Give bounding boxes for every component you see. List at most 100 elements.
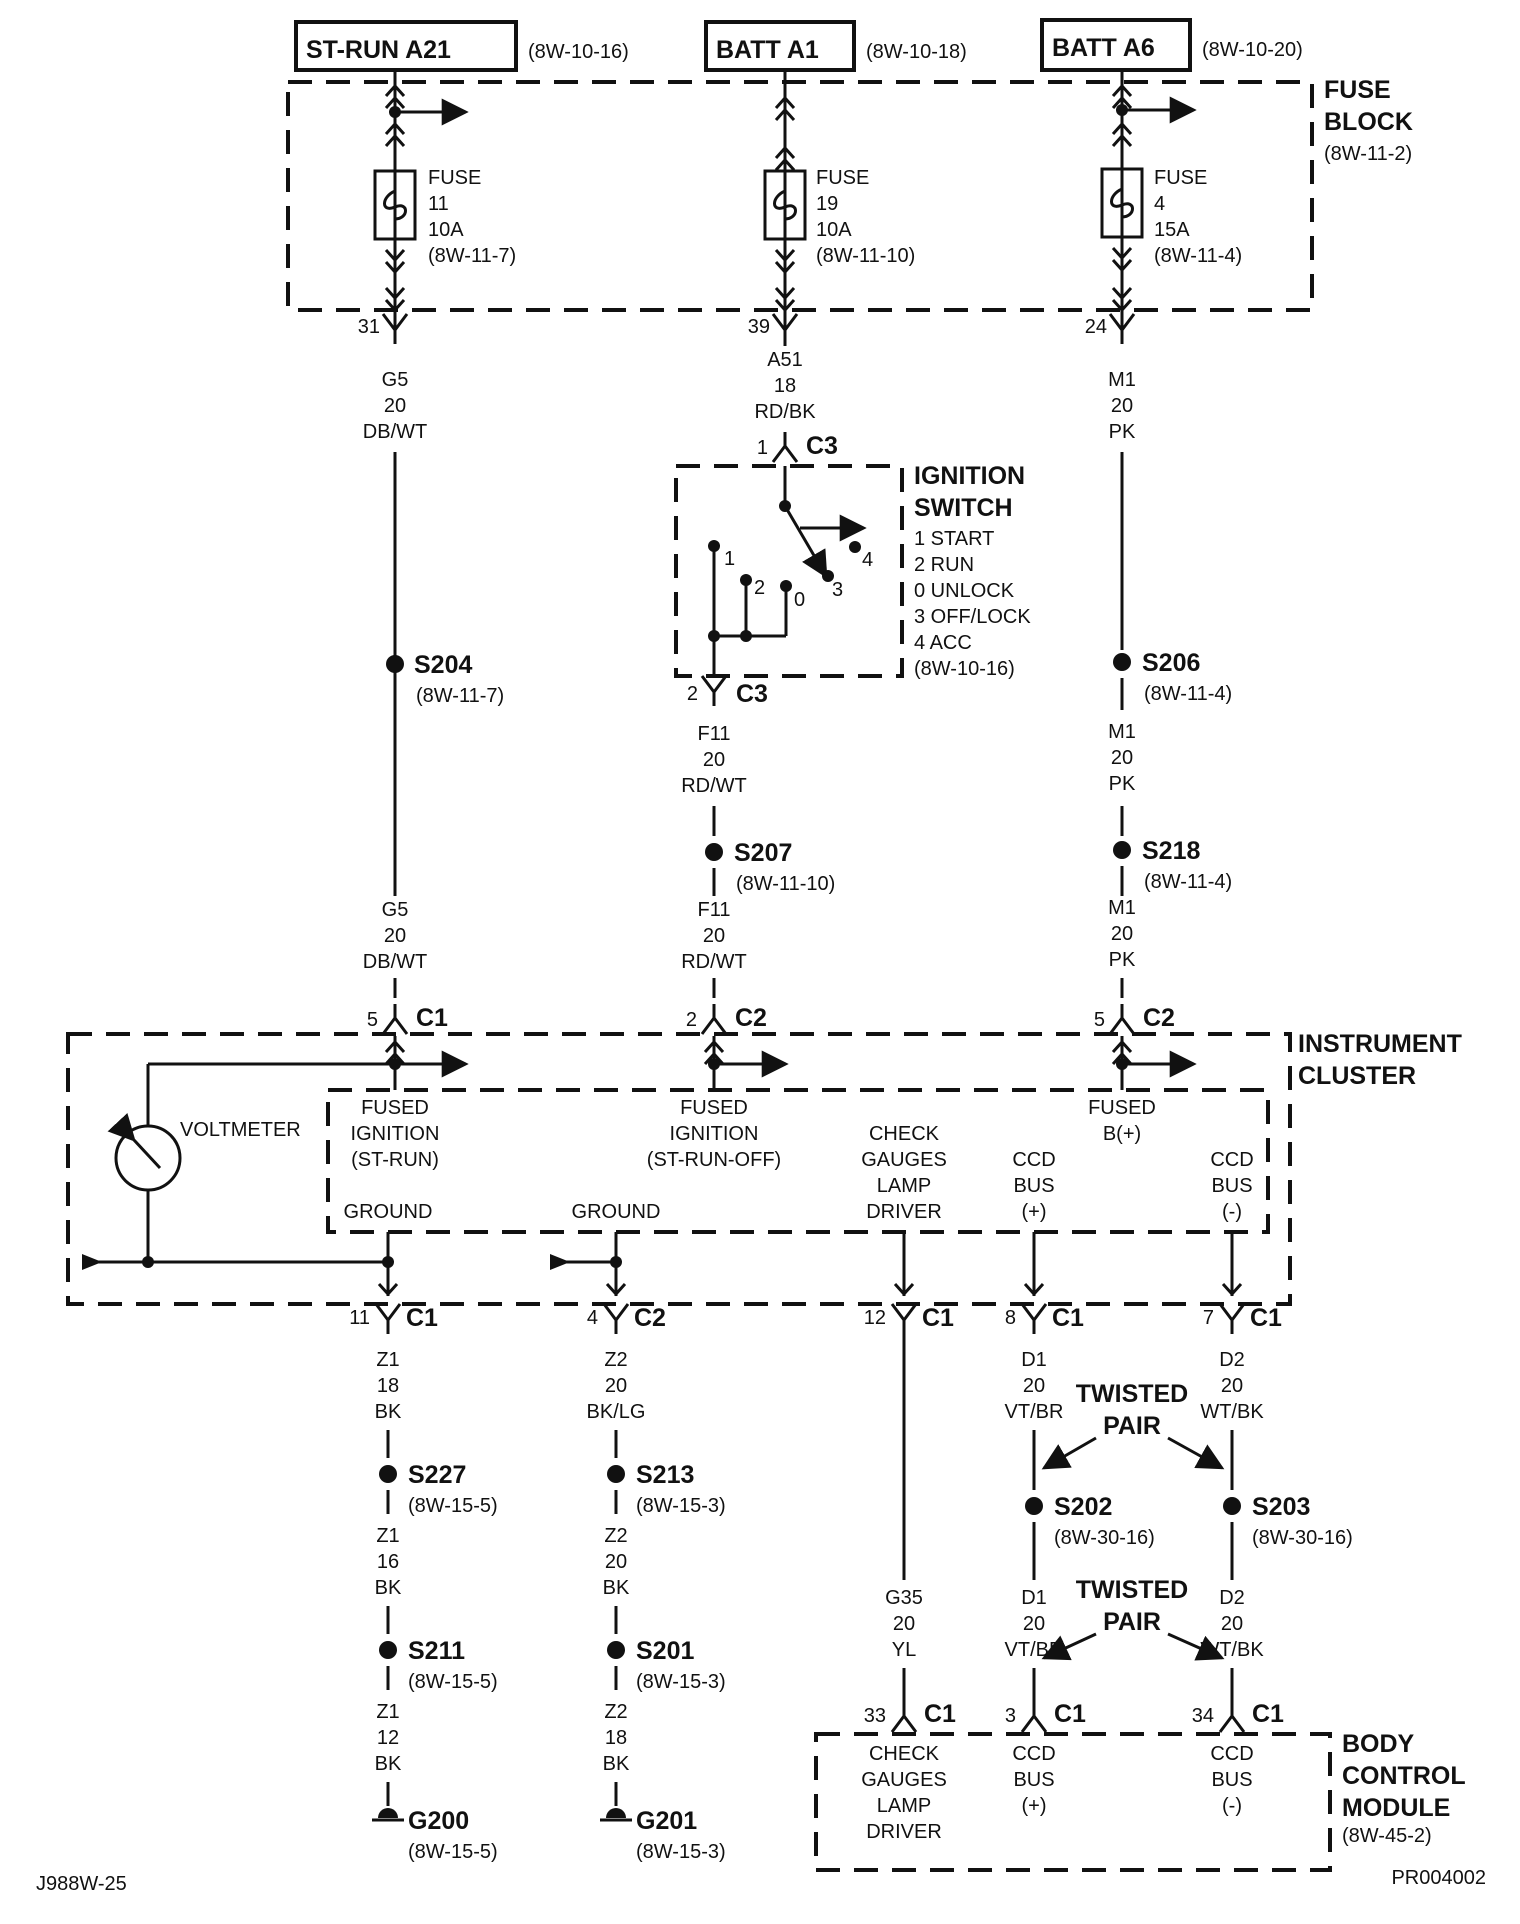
svg-text:20: 20: [1111, 923, 1133, 945]
svg-text:Z1: Z1: [376, 1525, 399, 1547]
ground-g200: G200 (8W-15-5): [372, 1807, 498, 1863]
svg-text:11: 11: [428, 193, 449, 215]
svg-text:CHECK: CHECK: [869, 1743, 940, 1765]
svg-text:2: 2: [686, 1009, 697, 1031]
instrument-cluster-outline: [66, 1032, 1292, 1306]
svg-text:(8W-11-10): (8W-11-10): [816, 245, 915, 267]
svg-text:2: 2: [687, 683, 698, 705]
svg-text:BLOCK: BLOCK: [1324, 108, 1413, 136]
svg-text:(8W-30-16): (8W-30-16): [1252, 1527, 1353, 1549]
svg-text:18: 18: [774, 375, 796, 397]
svg-text:(+): (+): [1022, 1795, 1047, 1817]
svg-text:WT/BK: WT/BK: [1200, 1639, 1264, 1661]
svg-text:(ST-RUN): (ST-RUN): [351, 1149, 439, 1171]
fuse-block-outline: [286, 80, 1314, 312]
svg-text:DRIVER: DRIVER: [866, 1821, 942, 1843]
cluster-output-connectors: 11 C1 4 C2 12 C1 8 C1 7 C1: [349, 1302, 1282, 1336]
svg-text:(8W-15-3): (8W-15-3): [636, 1495, 726, 1517]
svg-text:S202: S202: [1054, 1493, 1112, 1521]
svg-text:PAIR: PAIR: [1103, 1412, 1161, 1440]
svg-text:BK: BK: [375, 1753, 402, 1775]
svg-text:1: 1: [724, 548, 735, 570]
splice-s204: S204 (8W-11-7): [386, 651, 504, 707]
footer-left-code: J988W-25: [36, 1873, 127, 1895]
svg-text:F11: F11: [698, 723, 731, 745]
svg-text:(8W-15-5): (8W-15-5): [408, 1841, 498, 1863]
svg-text:FUSE: FUSE: [428, 167, 481, 189]
svg-text:PK: PK: [1109, 949, 1136, 971]
svg-text:LAMP: LAMP: [877, 1175, 931, 1197]
bcm-title: BODY CONTROL MODULE (8W-45-2): [1342, 1730, 1466, 1847]
svg-text:S207: S207: [734, 839, 792, 867]
svg-text:D1: D1: [1021, 1349, 1047, 1371]
splice-s202: S202 (8W-30-16): [1025, 1493, 1155, 1549]
svg-text:20: 20: [1111, 747, 1133, 769]
svg-text:M1: M1: [1108, 369, 1136, 391]
svg-text:BUS: BUS: [1013, 1769, 1054, 1791]
source-batt-a6: BATT A6 (8W-10-20): [1040, 18, 1303, 72]
svg-text:TWISTED: TWISTED: [1076, 1380, 1189, 1408]
svg-text:(8W-11-4): (8W-11-4): [1144, 683, 1232, 705]
svg-text:20: 20: [384, 395, 406, 417]
svg-text:31: 31: [358, 316, 380, 338]
splice-s207: S207 (8W-11-10): [705, 839, 835, 895]
twisted-pair-lower: TWISTED PAIR: [1041, 1576, 1225, 1661]
wire-d1-d2-upper: D1 20 VT/BR D2 20 WT/BK: [1005, 1349, 1264, 1490]
instrument-cluster-title: INSTRUMENT CLUSTER: [1298, 1030, 1462, 1090]
svg-text:20: 20: [1221, 1375, 1243, 1397]
svg-text:(+): (+): [1022, 1201, 1047, 1223]
svg-text:C1: C1: [924, 1700, 956, 1728]
svg-text:F11: F11: [698, 899, 731, 921]
svg-text:(8W-11-4): (8W-11-4): [1154, 245, 1242, 267]
bcm-input-connectors: 33 C1 3 C1 34 C1: [864, 1700, 1284, 1734]
svg-text:10A: 10A: [816, 219, 852, 241]
svg-text:FUSE: FUSE: [1154, 167, 1207, 189]
svg-text:4: 4: [862, 549, 873, 571]
fuse-block-title: FUSE BLOCK (8W-11-2): [1324, 76, 1413, 165]
svg-text:(8W-15-5): (8W-15-5): [408, 1671, 498, 1693]
svg-text:7: 7: [1203, 1307, 1214, 1329]
source-st-run-a21: ST-RUN A21 (8W-10-16): [294, 20, 629, 72]
svg-text:CCD: CCD: [1012, 1743, 1055, 1765]
svg-text:D1: D1: [1021, 1587, 1047, 1609]
svg-text:S211: S211: [408, 1637, 465, 1665]
ground-chain-z1: Z1 18 BK S227 (8W-15-5) Z1 16 BK S211 (8…: [375, 1349, 498, 1806]
svg-text:0 UNLOCK: 0 UNLOCK: [914, 580, 1015, 602]
svg-text:D2: D2: [1219, 1349, 1245, 1371]
cluster-input-branches: [148, 1036, 1197, 1090]
ignition-conn-c3-out: 2 C3: [687, 674, 768, 708]
svg-text:(8W-11-4): (8W-11-4): [1144, 871, 1232, 893]
wire-f11-label: F11 20 RD/WT: [681, 723, 747, 797]
svg-text:C2: C2: [735, 1004, 767, 1032]
svg-text:4 ACC: 4 ACC: [914, 632, 972, 654]
ground-chain-z2: Z2 20 BK/LG S213 (8W-15-3) Z2 20 BK S201…: [587, 1349, 726, 1806]
bcm-outline: [814, 1732, 1332, 1872]
wire-g35: G35 20 YL: [885, 1334, 923, 1702]
svg-text:C1: C1: [1052, 1304, 1084, 1332]
svg-text:10A: 10A: [428, 219, 464, 241]
svg-text:BK: BK: [375, 1401, 402, 1423]
svg-text:20: 20: [893, 1613, 915, 1635]
svg-text:C1: C1: [1252, 1700, 1284, 1728]
svg-text:CCD: CCD: [1210, 1149, 1253, 1171]
svg-text:IGNITION: IGNITION: [914, 462, 1025, 490]
svg-text:(8W-10-16): (8W-10-16): [914, 658, 1015, 680]
svg-text:(8W-11-7): (8W-11-7): [428, 245, 516, 267]
svg-text:(8W-10-18): (8W-10-18): [866, 41, 967, 63]
svg-text:GAUGES: GAUGES: [861, 1149, 947, 1171]
svg-text:BUS: BUS: [1013, 1175, 1054, 1197]
cluster-input-connectors: 5 C1 2 C2 5 C2: [367, 978, 1175, 1036]
svg-text:G5: G5: [382, 369, 409, 391]
svg-text:20: 20: [703, 749, 725, 771]
svg-text:S203: S203: [1252, 1493, 1310, 1521]
svg-text:RD/WT: RD/WT: [681, 775, 747, 797]
svg-text:G35: G35: [885, 1587, 923, 1609]
svg-text:GROUND: GROUND: [344, 1201, 433, 1223]
svg-text:(8W-11-10): (8W-11-10): [736, 873, 835, 895]
svg-text:(8W-30-16): (8W-30-16): [1054, 1527, 1155, 1549]
svg-text:Z2: Z2: [604, 1525, 627, 1547]
svg-text:BK: BK: [603, 1753, 630, 1775]
svg-text:CONTROL: CONTROL: [1342, 1762, 1466, 1790]
svg-text:39: 39: [748, 316, 770, 338]
ignition-conn-c3-in: 1 C3: [757, 430, 838, 464]
